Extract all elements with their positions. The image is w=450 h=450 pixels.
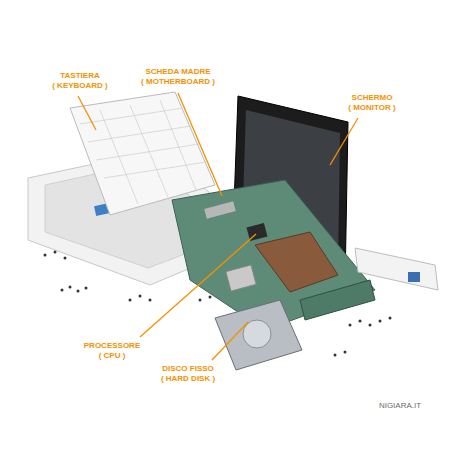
part-label: ( HARD DISK ) (161, 374, 215, 384)
battery (355, 248, 438, 290)
hard-disk (215, 300, 302, 370)
io-board (300, 280, 375, 320)
part-label: ( CPU ) (99, 351, 126, 361)
watermark: NIGIARA.IT (379, 401, 421, 411)
screws (44, 251, 392, 357)
part-label: SCHEDA MADRE (145, 67, 210, 77)
part-label: SCHERMO (352, 93, 393, 103)
cpu-chip (246, 223, 267, 241)
part-label: TASTIERA (60, 71, 99, 81)
leader-lines (78, 93, 358, 360)
part-label: ( KEYBOARD ) (52, 81, 108, 91)
part-label: ( MOTHERBOARD ) (141, 77, 215, 87)
heat-sink (255, 232, 338, 292)
part-label: DISCO FISSO (162, 364, 214, 374)
part-label: ( MONITOR ) (348, 103, 395, 113)
keyboard (70, 92, 215, 215)
part-label: PROCESSORE (84, 341, 140, 351)
wifi-card (226, 265, 256, 291)
battery-label (408, 272, 420, 282)
ram-slot (204, 201, 236, 218)
disk-platter (243, 320, 271, 348)
